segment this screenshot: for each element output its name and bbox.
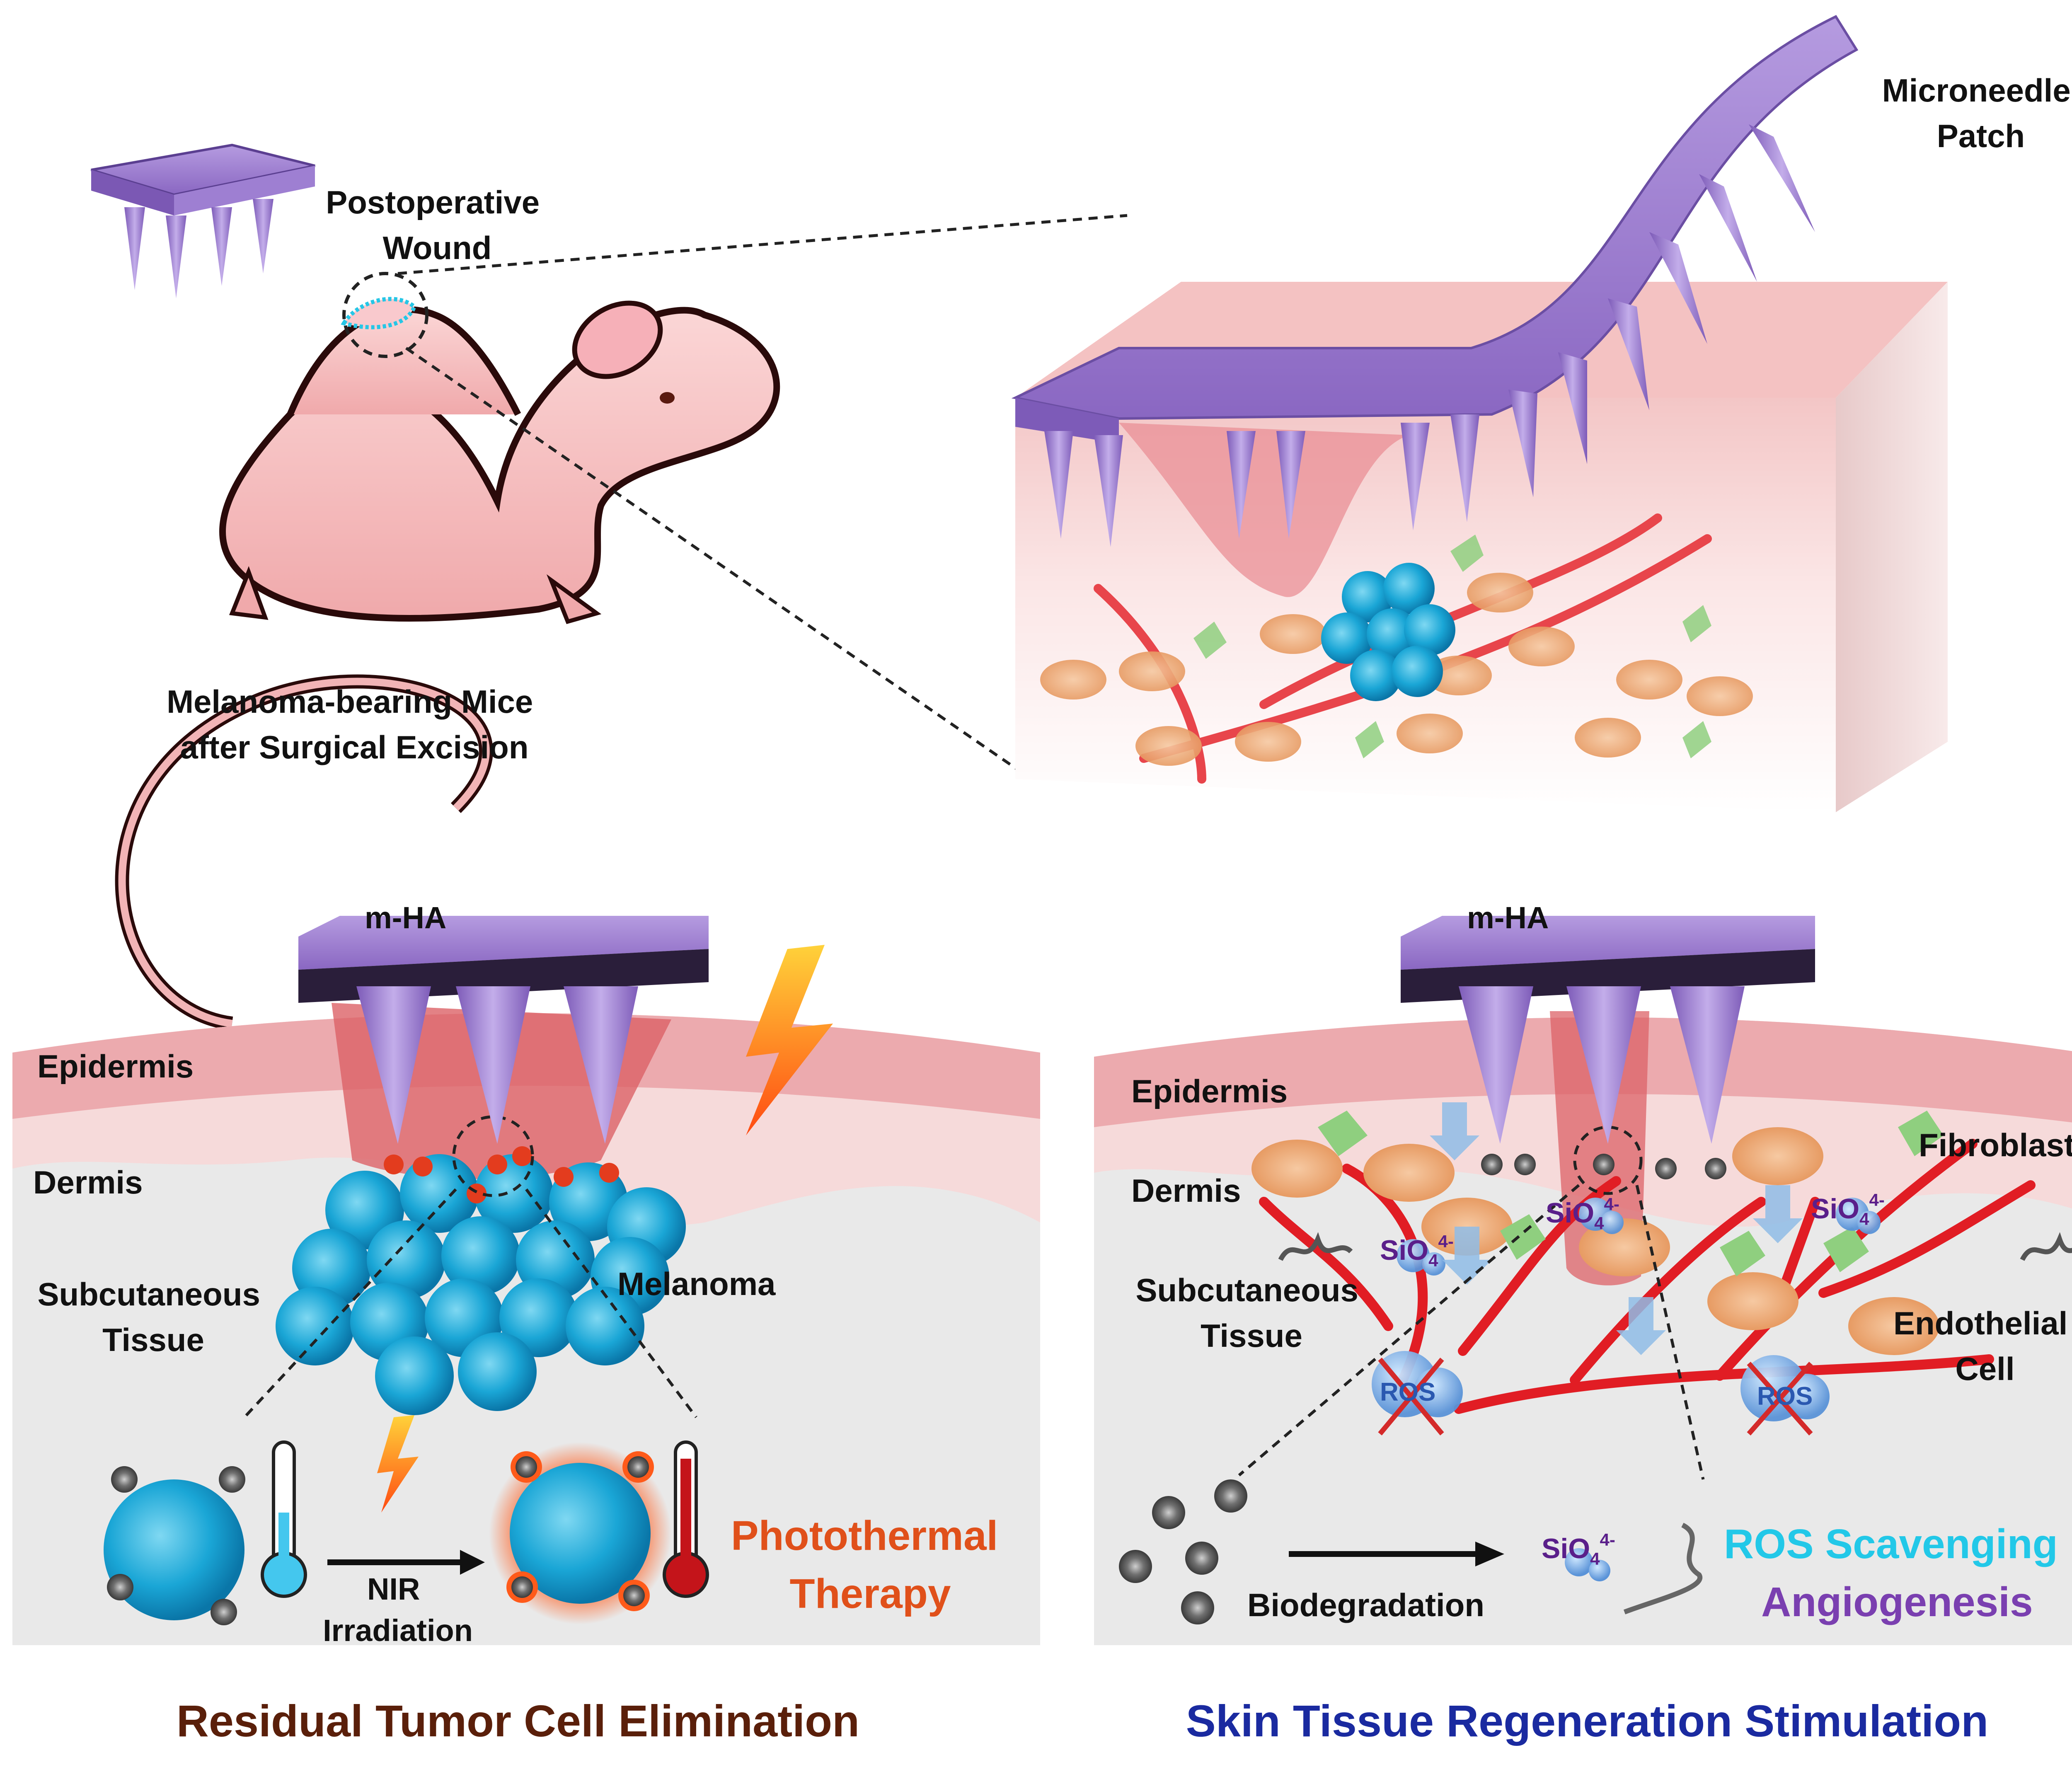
silicate-ion-label-4: SiO44- [1542, 1530, 1615, 1569]
right-epidermis-label: Epidermis [1131, 1073, 1288, 1109]
left-m-ha-patch [298, 916, 709, 1144]
microneedle-patch-label: Microneedle Patch [1882, 72, 2072, 154]
melanoma-label: Melanoma [617, 1266, 776, 1302]
mice-caption: Melanoma-bearing Mice after Surgical Exc… [167, 683, 542, 765]
large-microneedle-patch [1011, 15, 1859, 547]
ptt-mechanism [104, 1415, 709, 1625]
small-microneedle-patch-icon [91, 143, 315, 298]
skin-tissue-block [1015, 282, 1948, 812]
ros-label-1: ROS [1380, 1378, 1435, 1406]
zoom-line-bottom [405, 347, 1020, 772]
nir-irradiation-label: NIR Irradiation [323, 1572, 473, 1648]
left-m-ha-label: m-HA [365, 900, 446, 935]
angiogenesis-label: Angiogenesis [1761, 1579, 2033, 1625]
endothelial-cell-label: Endothelial Cell [1893, 1305, 2072, 1387]
postoperative-wound-label: Postoperative Wound [326, 184, 549, 266]
right-dermis-label: Dermis [1131, 1172, 1241, 1209]
ros-scavenging-label: ROS Scavenging [1724, 1521, 2058, 1567]
left-tissue-panel [12, 1003, 1040, 1645]
silicate-ion-label-2: SiO44- [1546, 1194, 1619, 1233]
biodegradation-mechanism [1119, 1479, 1703, 1624]
nir-lightning-icon [377, 1415, 419, 1513]
right-m-ha-patch [1401, 916, 1815, 1144]
biodegradation-label: Biodegradation [1247, 1587, 1484, 1623]
photothermal-therapy-label: Photothermal Therapy [731, 1513, 1009, 1617]
left-dermis-label: Dermis [33, 1164, 143, 1201]
right-subcutaneous-label: Subcutaneous Tissue [1135, 1272, 1367, 1354]
left-subcutaneous-label: Subcutaneous Tissue [37, 1276, 269, 1358]
left-lightning-icon [746, 945, 833, 1135]
right-panel-title: Skin Tissue Regeneration Stimulation [1186, 1696, 1988, 1746]
silicate-ion-label-3: SiO44- [1811, 1190, 1885, 1229]
silicate-ion-label-1: SiO44- [1380, 1232, 1454, 1270]
fibroblast-label: Fibroblast [1919, 1127, 2072, 1163]
zoom-line-top [397, 214, 1128, 275]
left-epidermis-label: Epidermis [37, 1048, 194, 1084]
right-m-ha-label: m-HA [1467, 900, 1549, 935]
ros-label-2: ROS [1757, 1382, 1813, 1411]
right-tissue-panel [1094, 1011, 2072, 1645]
mouse-illustration [115, 272, 780, 1031]
left-panel-title: Residual Tumor Cell Elimination [177, 1696, 859, 1746]
